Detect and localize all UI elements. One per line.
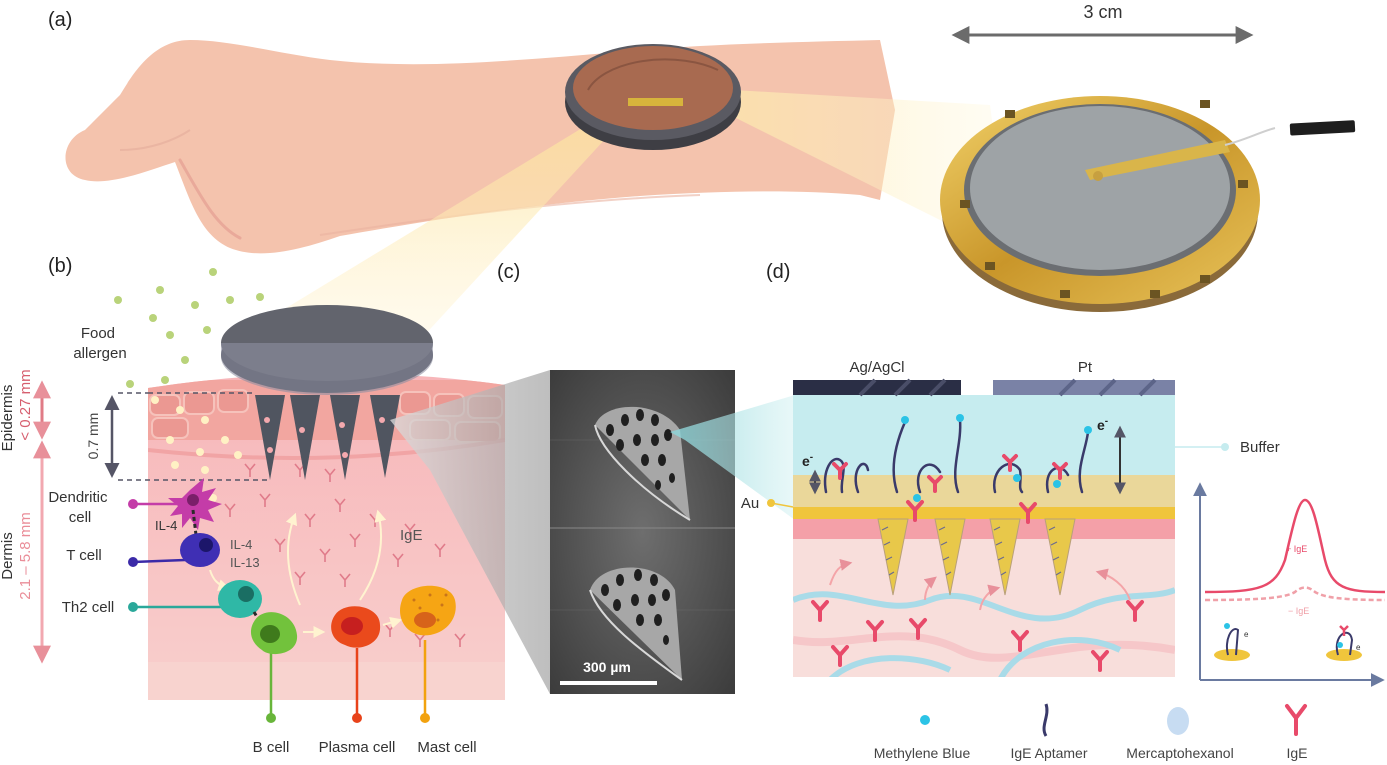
- counter-electrode: Pt: [993, 359, 1175, 397]
- dermis-depth-label: 2.1 – 5.8 mm: [17, 512, 34, 600]
- legend-label: IgE Aptamer: [1010, 745, 1087, 761]
- wearable-device-small: [565, 44, 741, 150]
- cytokine-il4-label: IL-4: [155, 518, 177, 533]
- legend-item-methylene-blue: Methylene Blue: [874, 715, 971, 761]
- th2-cell: [128, 580, 262, 618]
- legend: Methylene Blue IgE Aptamer Mercaptohexan…: [874, 703, 1308, 761]
- legend-item-mercaptohexanol: Mercaptohexanol: [1126, 707, 1234, 761]
- food-allergen-label: Food allergen: [73, 325, 126, 362]
- gold-callout: Au: [741, 495, 794, 512]
- electron-label-right: e-: [1097, 416, 1108, 433]
- needle-depth-marker: 0.7 mm: [85, 392, 270, 481]
- panel-d-label: (d): [766, 261, 790, 283]
- dermis-label: Dermis: [0, 532, 16, 580]
- without-ige-label: − IgE: [1288, 606, 1309, 616]
- cytokine-il13-label: IL-13: [230, 555, 260, 570]
- epidermis-label: Epidermis: [0, 385, 16, 452]
- dermis-depth-marker: Dermis 2.1 – 5.8 mm: [0, 440, 51, 664]
- buffer-label: Buffer: [1240, 439, 1280, 456]
- legend-label: IgE: [1286, 745, 1307, 761]
- counter-electrode-label: Pt: [1078, 359, 1093, 376]
- b-cell-label: B cell: [253, 739, 290, 756]
- t-cell: [128, 533, 220, 567]
- zoom-beam-sem: [390, 370, 550, 694]
- photo-scale-bar: 3 cm: [951, 2, 1254, 44]
- panel-b-label: (b): [48, 255, 72, 277]
- ref-electrode-label: Ag/AgCl: [849, 359, 904, 376]
- electron-mini-a: e: [1244, 630, 1249, 639]
- ige-skin-label: IgE: [400, 527, 423, 544]
- th2-cell-label: Th2 cell: [62, 599, 115, 616]
- panel-a-label: (a): [48, 9, 72, 31]
- voltammogram-plot: + IgE − IgE e e: [1193, 482, 1386, 687]
- zoom-beam-photo: [700, 88, 1010, 255]
- with-ige-label: + IgE: [1286, 544, 1307, 554]
- zoom-beam-sensor: [670, 395, 795, 520]
- buffer-callout: Buffer: [1175, 439, 1280, 456]
- dendritic-cell: [128, 478, 222, 530]
- plasma-cell-label: Plasma cell: [319, 739, 396, 756]
- sem-image: 300 µm: [550, 370, 735, 694]
- needle-length-label: 0.7 mm: [85, 413, 101, 460]
- cytokine-il4-b-label: IL-4: [230, 537, 252, 552]
- dendritic-cell-label: Dendritic cell: [48, 489, 111, 526]
- mercaptohexanol-icon: [1167, 707, 1189, 735]
- legend-item-ige: IgE: [1285, 704, 1308, 761]
- gold-label: Au: [741, 495, 759, 512]
- epidermis-depth-marker: Epidermis < 0.27 mm: [0, 369, 51, 452]
- reference-electrode: Ag/AgCl: [793, 359, 961, 397]
- electron-label-left: e-: [802, 452, 813, 469]
- photo-scale-label: 3 cm: [1083, 2, 1122, 22]
- legend-label: Methylene Blue: [874, 745, 971, 761]
- zoom-beam-skin: [250, 108, 630, 340]
- legend-label: Mercaptohexanol: [1126, 745, 1233, 761]
- legend-item-ige-aptamer: IgE Aptamer: [1010, 703, 1088, 761]
- microneedle-device: [221, 305, 433, 480]
- b-cell: [250, 612, 298, 723]
- mast-cell-label: Mast cell: [417, 739, 476, 756]
- sensor-schematic: [793, 395, 1175, 677]
- methylene-blue-icon: [920, 715, 930, 725]
- device-photo: [940, 96, 1356, 312]
- food-allergen-particles: [114, 268, 264, 388]
- aptamer-icon: [1042, 703, 1049, 737]
- mast-cell: [400, 585, 456, 723]
- plasma-cell: [331, 606, 381, 723]
- electron-mini-b: e: [1356, 643, 1361, 652]
- epidermis-depth-label: < 0.27 mm: [17, 369, 34, 440]
- sem-scale-label: 300 µm: [583, 659, 631, 675]
- t-cell-label: T cell: [66, 547, 102, 564]
- panel-c-label: (c): [497, 261, 520, 283]
- ige-icon: [1285, 704, 1307, 736]
